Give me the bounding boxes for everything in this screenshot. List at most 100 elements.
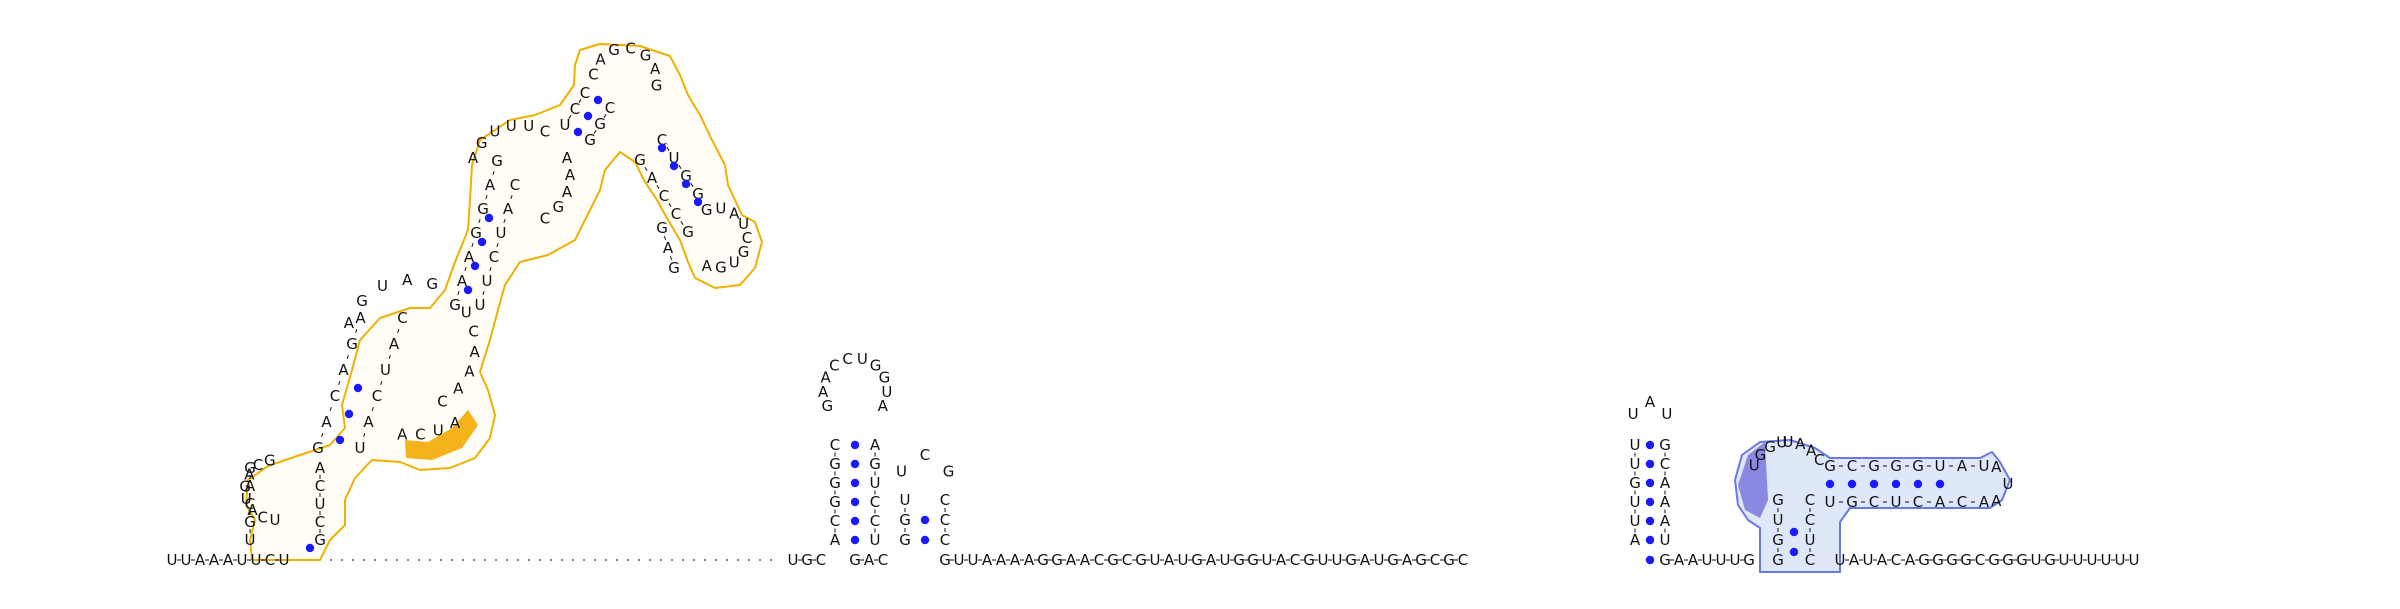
stem-loop-1-nucleotide: G [829, 455, 841, 473]
backbone-link [603, 114, 607, 118]
yellow-domain-nucleotide: A [389, 335, 400, 353]
strand-nucleotide: A [1010, 551, 1021, 569]
strand-nucleotide: A [1164, 551, 1175, 569]
base-pair-dot [850, 535, 860, 545]
blue-domain-nucleotide: U [1825, 493, 1836, 511]
base-pair-dot [1645, 459, 1655, 469]
stem-loop-3-nucleotide: A [1660, 493, 1671, 511]
yellow-domain-nucleotide: U [270, 511, 281, 529]
yellow-domain-nucleotide: C [580, 84, 590, 102]
yellow-domain-nucleotide: G [244, 459, 256, 477]
yellow-domain-nucleotide: U [669, 149, 680, 167]
base-pair-dot [593, 95, 603, 105]
base-pair-dot [1847, 479, 1857, 489]
strand-5prime-nucleotide: C [265, 551, 275, 569]
stem-loop-3-nucleotide: G [1629, 474, 1641, 492]
yellow-domain-nucleotide: U [496, 224, 507, 242]
yellow-domain-nucleotide: A [402, 271, 413, 289]
strand-nucleotide: G [1303, 551, 1315, 569]
yellow-domain-nucleotide: C [540, 209, 550, 227]
strand-3prime-nucleotide: G [1988, 551, 2000, 569]
backbone-link [503, 218, 506, 224]
backbone-link [457, 290, 460, 296]
base-pair-dot [353, 383, 363, 393]
strand-nucleotide: U [1178, 551, 1189, 569]
strand-3prime-nucleotide: G [2002, 551, 2014, 569]
yellow-domain-nucleotide: C [397, 309, 407, 327]
blue-domain-nucleotide: G [1764, 438, 1776, 456]
yellow-domain-nucleotide: C [253, 456, 263, 474]
yellow-domain-nucleotide: A [245, 477, 256, 495]
yellow-domain-nucleotide: U [380, 361, 391, 379]
yellow-domain-nucleotide: C [330, 387, 340, 405]
strand-nucleotide: U [968, 551, 979, 569]
yellow-domain-nucleotide: G [356, 292, 368, 310]
yellow-domain-nucleotide: A [650, 60, 661, 78]
blue-domain-nucleotide: G [1846, 493, 1858, 511]
blue-highlight [1738, 442, 1768, 518]
backbone-link [663, 235, 667, 241]
stem-loop-1-nucleotide: A [878, 397, 889, 415]
yellow-domain-nucleotide: G [491, 152, 503, 170]
strand-3prime-nucleotide: A [1877, 551, 1888, 569]
blue-domain-nucleotide: C [1814, 451, 1824, 469]
stem-loop-1-nucleotide: G [879, 368, 891, 386]
base-pair-dot [1913, 479, 1923, 489]
yellow-domain-nucleotide: U [377, 277, 388, 295]
strand-nucleotide: U [1702, 551, 1713, 569]
base-pair-dot [335, 435, 345, 445]
base-pair-dot [1869, 479, 1879, 489]
yellow-domain-nucleotide: G [668, 259, 680, 277]
blue-domain-nucleotide: A [1991, 458, 2002, 476]
stem-loop-2-nucleotide: G [899, 531, 911, 549]
strand-nucleotide: U [1716, 551, 1727, 569]
stem-loop-1-nucleotide: C [870, 512, 880, 530]
yellow-domain-nucleotide: U [241, 490, 252, 508]
yellow-domain-nucleotide: G [594, 115, 606, 133]
strand-3prime-nucleotide: G [2016, 551, 2028, 569]
blue-domain-nucleotide: U [1979, 457, 1990, 475]
stem-loop-1-nucleotide: A [818, 383, 829, 401]
base-pair-dot [484, 213, 494, 223]
base-pair-dot [344, 409, 354, 419]
strand-nucleotide: A [982, 551, 993, 569]
blue-domain-nucleotide: U [1776, 434, 1787, 452]
strand-nucleotide: G [1191, 551, 1203, 569]
base-pair-dot [1935, 479, 1945, 489]
yellow-domain-nucleotide: A [702, 257, 713, 275]
blue-domain-nucleotide: G [1772, 531, 1784, 549]
base-pair-layer [305, 95, 1945, 565]
backbone-link [346, 354, 349, 360]
yellow-domain-nucleotide: C [588, 65, 598, 83]
strand-nucleotide: A [1402, 551, 1413, 569]
strand-5prime-nucleotide: U [167, 551, 178, 569]
blue-domain-outline [1734, 439, 2011, 573]
yellow-domain-nucleotide: A [503, 200, 514, 218]
stem-loop-1-nucleotide: G [870, 357, 882, 375]
yellow-domain-nucleotide: C [540, 123, 550, 141]
yellow-domain-nucleotide: G [656, 219, 668, 237]
strand-3prime-nucleotide: A [1849, 551, 1860, 569]
backbone-link [666, 147, 670, 151]
stem-loop-2-nucleotide: G [899, 511, 911, 529]
backbone-link [464, 266, 467, 272]
yellow-domain-nucleotide: G [701, 201, 713, 219]
blue-domain-nucleotide: U [1749, 457, 1760, 475]
backbone-link [397, 328, 400, 334]
yellow-domain-nucleotide: G [314, 531, 326, 549]
base-pair-dot [920, 515, 930, 525]
blue-domain-nucleotide: U [1773, 511, 1784, 529]
yellow-domain-nucleotide: G [738, 243, 750, 261]
blue-domain-nucleotide: G [1772, 551, 1784, 569]
stem-loop-1-nucleotide: U [881, 383, 892, 401]
base-pair-dot [1645, 478, 1655, 488]
base-pair-dot [920, 535, 930, 545]
blue-domain-nucleotide: C [1957, 493, 1967, 511]
stem-loop-3-nucleotide: U [1630, 455, 1641, 473]
strand-nucleotide: A [1688, 551, 1699, 569]
blue-domain-nucleotide: C [1805, 511, 1815, 529]
strand-nucleotide: U [954, 551, 965, 569]
yellow-domain-nucleotide: C [570, 100, 580, 118]
stem-loop-3-nucleotide: A [1660, 474, 1671, 492]
yellow-domain-nucleotide: A [469, 343, 480, 361]
